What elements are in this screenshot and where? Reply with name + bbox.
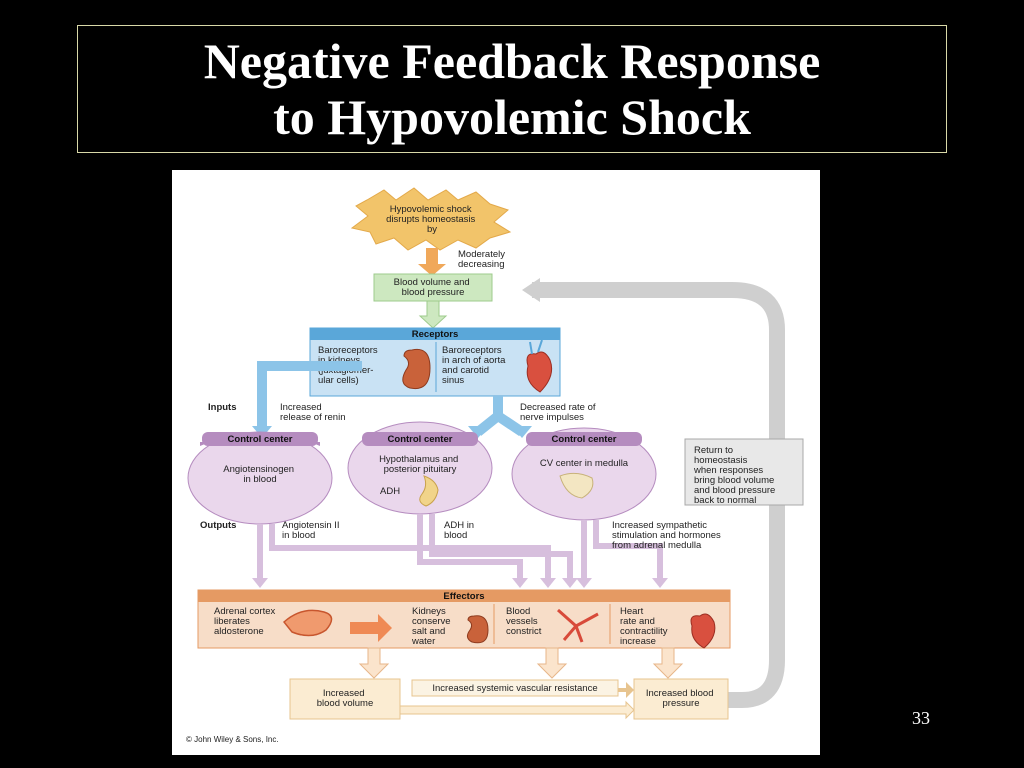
input-renin-text: Increased release of renin [280,402,345,423]
copyright-text: © John Wiley & Sons, Inc. [186,735,279,744]
svg-text:Hypothalamus and posteri: Hypothalamus and posterior pituitary [379,454,461,475]
effector-down-arrows [358,647,684,679]
output-arrows [257,514,663,580]
svg-text:Angiotensinogen in blood: Angiotensinogen in blood [223,464,296,485]
resistance-arrow [618,682,634,698]
controlled-condition-text: Blood volume and blood pressure [394,277,473,298]
title-box: Negative Feedback Response to Hypovolemi… [77,25,947,153]
output-2-text: ADH in blood [444,520,477,541]
svg-text:Hypovolemic shock disrup: Hypovolemic shock disrupts homeostasis b… [386,204,478,235]
outputs-label: Outputs [200,520,236,531]
return-line-2: when responses [693,465,763,476]
pituitary-icon [419,475,439,507]
adrenal-gland-icon [282,609,333,637]
volume-to-pressure-arrow [399,700,635,720]
adh-label: ADH [380,486,400,497]
condition-arrow [418,300,448,329]
blood-vessel-icon [557,608,599,643]
slide-title-line-2: to Hypovolemic Shock [273,89,751,145]
stimulus-line-2: by [427,224,437,235]
heart-icon [690,613,716,649]
return-line-0: Return to [694,445,733,456]
kidney-icon [402,348,431,390]
receptors-header: Receptors [412,329,458,340]
svg-text:Effectors: Effectors [443,591,484,602]
slide-title-line-1: Negative Feedback Response [203,33,821,89]
return-line-3: bring blood volume [694,475,774,486]
kidney-icon [466,615,489,644]
effector-arrow-icon [350,614,392,642]
stimulus-line-1: disrupts homeostasis [386,214,475,225]
svg-text:Baroreceptors in arch of: Baroreceptors in arch of aorta and carot… [442,345,508,386]
response-volume-box [289,678,401,720]
svg-text:Kidneys conserve s: Kidneys conserve salt and water [411,606,453,647]
return-line-1: homeostasis [694,455,748,466]
response-pressure-text: Increased blood pressure [646,688,716,709]
svg-text:Blood vessels cons: Blood vessels constrict [506,606,542,637]
control-center-2: Control center Hypothalamus and posterio… [347,421,493,515]
svg-text:CV center in medulla: CV center in medulla [540,458,629,469]
effectors-box: Effectors Adrenal cortex liberates aldos… [197,589,731,649]
control-center-3: Control center CV center in medulla [511,427,657,521]
brainstem-icon [559,472,594,499]
response-resistance-text: Increased systemic vascular resistance [432,683,597,694]
return-line-4: and blood pressure [694,485,775,496]
svg-text:Control center: Control center [552,434,617,445]
input-nerve-text: Decreased rate of nerve impulses [520,402,598,423]
svg-text:Heart rate and con: Heart rate and contractility increase [620,606,670,647]
return-text: Return to homeostasis when responses bri… [693,445,778,506]
response-pressure-box [633,678,729,720]
output-arrow-heads [252,578,668,588]
control-center-1: Control center Angiotensinogen in blood [187,431,333,525]
heart-icon [526,351,553,393]
stimulus-line-0: Hypovolemic shock [390,204,472,215]
response-volume-text: Increased blood volume [317,688,374,709]
svg-text:Control center: Control center [388,434,453,445]
output-1-text: Angiotensin II in blood [282,520,342,541]
return-line-5: back to normal [694,495,756,506]
svg-text:Adrenal cortex liberates: Adrenal cortex liberates aldosterone [214,606,278,637]
output-3-text: Increased sympathetic stimulation and ho… [612,520,723,551]
stimulus-arrow [418,248,446,276]
stimulus-effect-text: Moderately decreasing [458,249,508,270]
svg-text:Control center: Control center [228,434,293,445]
feedback-diagram: Return to homeostasis when responses bri… [172,170,820,755]
return-loop-arrow: Return to homeostasis when responses bri… [522,278,804,708]
slide-number: 33 [912,708,930,728]
stimulus-burst: Hypovolemic shock disrupts homeostasis b… [350,187,512,251]
inputs-label: Inputs [208,402,237,413]
